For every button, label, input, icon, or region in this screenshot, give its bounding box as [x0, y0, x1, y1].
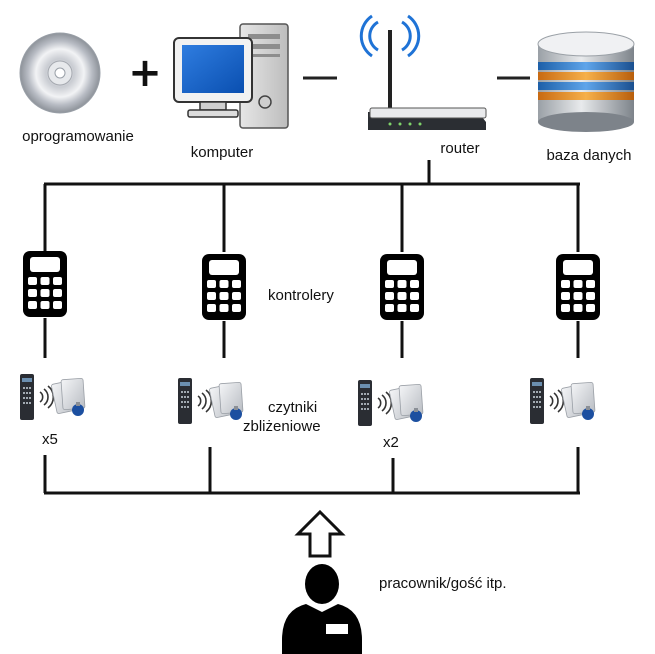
reader-count-first: x5 [42, 431, 58, 448]
readers-label-line2: zbliżeniowe [243, 418, 321, 435]
database-label: baza danych [546, 147, 631, 164]
proximity-reader-icon [357, 379, 424, 427]
computer-label: komputer [191, 144, 254, 161]
proximity-reader-icon [19, 373, 86, 421]
database-icon [537, 31, 635, 132]
controller-keypad-icon [202, 254, 246, 320]
proximity-reader-icon [177, 377, 244, 425]
controller-keypad-icon [23, 251, 67, 317]
reader-count-third: x2 [383, 434, 399, 451]
user-label: pracownik/gość itp. [379, 575, 507, 592]
router-label: router [440, 140, 479, 157]
arrow-up-icon [294, 509, 346, 558]
desktop-computer-icon [173, 23, 289, 129]
person-icon [282, 564, 362, 654]
network-bus-bottom [43, 447, 580, 495]
controller-keypad-icon [380, 254, 424, 320]
software-label: oprogramowanie [22, 128, 134, 145]
network-bus-top [43, 160, 580, 252]
cd-disc-icon [19, 32, 101, 114]
controller-reader-links [43, 318, 580, 358]
wifi-router-icon [359, 14, 487, 130]
controller-keypad-icon [556, 254, 600, 320]
plus-connector: + [128, 50, 162, 96]
readers-label-line1: czytniki [268, 399, 317, 416]
proximity-reader-icon [529, 377, 596, 425]
controllers-label: kontrolery [268, 287, 334, 304]
